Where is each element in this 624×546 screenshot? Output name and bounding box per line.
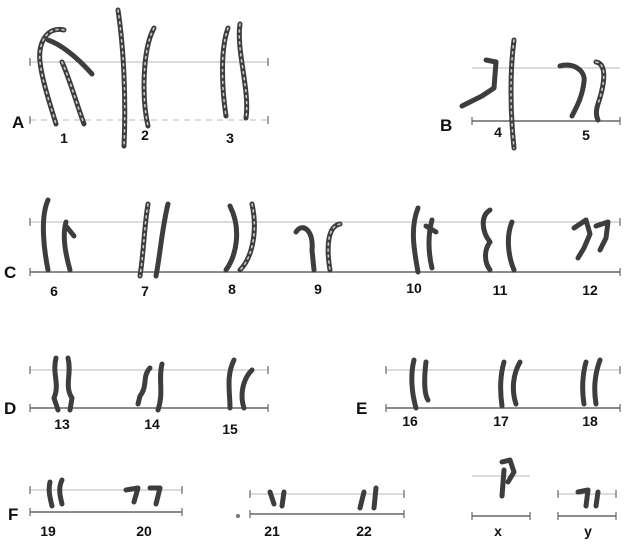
chromosome-label-6: 6 [50, 283, 58, 299]
chromosome-label-17: 17 [493, 413, 509, 429]
chromosome-6 [43, 200, 74, 270]
chromosome-label-4: 4 [494, 124, 502, 140]
chromosome-13 [54, 358, 72, 410]
chromosome-label-14: 14 [144, 416, 160, 432]
row-ab-lines [30, 58, 620, 125]
chromosome-4 [462, 40, 514, 148]
chromosome-18 [583, 360, 600, 404]
chromosome-x [502, 460, 514, 496]
group-label-a: A [12, 113, 24, 132]
chromosome-label-10: 10 [406, 280, 422, 296]
chromosome-9 [296, 224, 340, 270]
chromosome-label-y: y [584, 523, 592, 539]
chromosome-label-5: 5 [582, 127, 590, 143]
chromosome-14 [138, 364, 162, 410]
chromosome-11 [483, 210, 514, 270]
chromosome-label-13: 13 [54, 416, 70, 432]
chromosome-label-20: 20 [136, 523, 152, 539]
row-c-lines [30, 218, 620, 276]
row-f-lines [30, 476, 616, 520]
group-label-b: B [440, 116, 452, 135]
chromosome-label-21: 21 [264, 523, 280, 539]
chromosome-16 [412, 360, 428, 408]
chromosome-label-18: 18 [582, 413, 598, 429]
chromosome-label-15: 15 [222, 421, 238, 437]
chromosome-label-12: 12 [582, 282, 598, 298]
row-de-lines [30, 366, 620, 412]
chromosome-label-2: 2 [141, 127, 149, 143]
chromosome-10 [413, 208, 436, 272]
chromosome-17 [501, 362, 520, 406]
chromosome-label-1: 1 [60, 130, 68, 146]
chromosome-label-16: 16 [402, 413, 418, 429]
chromosome-19 [49, 480, 62, 506]
chromosome-2 [118, 10, 154, 146]
chromosome-y [578, 490, 598, 506]
chromosome-label-11: 11 [493, 282, 508, 298]
chromosome-label-3: 3 [226, 130, 234, 146]
chromosome-3 [223, 24, 247, 118]
chromosome-label-9: 9 [314, 281, 322, 297]
group-label-e: E [356, 399, 367, 418]
chromosome-8 [226, 204, 254, 270]
group-label-d: D [4, 399, 16, 418]
chromosome-7 [140, 204, 168, 276]
chromosome-label-22: 22 [356, 523, 372, 539]
group-label-f: F [8, 505, 18, 524]
chromosome-1 [40, 29, 92, 124]
chromosome-label-7: 7 [141, 283, 149, 299]
chromosome-15 [229, 360, 252, 408]
chromosome-12 [574, 220, 608, 258]
chromosome-label-19: 19 [40, 523, 56, 539]
group-label-c: C [4, 263, 16, 282]
chromosome-label-x: x [494, 523, 502, 539]
chromosome-label-8: 8 [228, 281, 236, 297]
chromosome-5 [560, 62, 604, 120]
chromosome-22 [360, 488, 376, 508]
